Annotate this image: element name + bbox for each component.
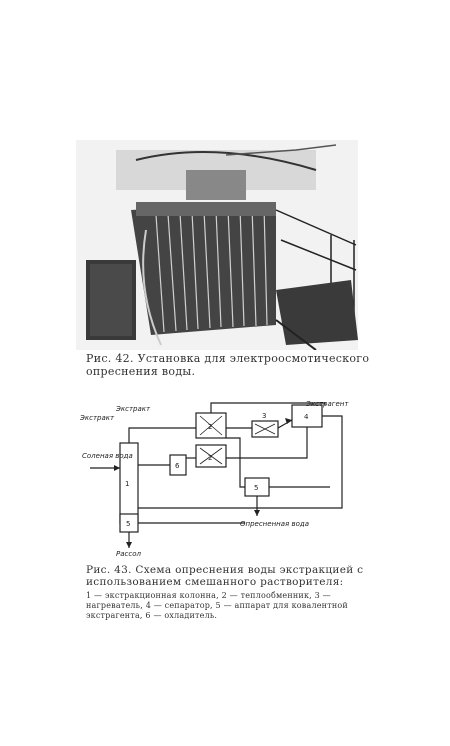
label-extractant-top: Экстрагент <box>305 400 349 408</box>
figure-43-text: Схема опреснения воды экстракцией с испо… <box>86 564 364 588</box>
num-2a: 2 <box>208 423 212 431</box>
label-brine: Рассол <box>116 550 141 558</box>
figure-42-text: Установка для электроосмотического опрес… <box>86 352 370 378</box>
figure-42-number: Рис. 42. <box>86 352 134 365</box>
installation-photo <box>76 140 358 350</box>
process-flow-diagram: Экстракт Экстракт Соленая вода Экстраген… <box>80 400 349 558</box>
figure-43-caption: Рис. 43. Схема опреснения воды экстракци… <box>86 564 376 588</box>
num-3: 3 <box>262 412 266 420</box>
num-5b: 5 <box>126 520 130 528</box>
figure-42-caption: Рис. 42. Установка для электроосмотическ… <box>86 352 386 378</box>
label-fresh-water: Опресненная вода <box>240 520 309 528</box>
figure-43-legend: 1 — экстракционная колонна, 2 — теплообм… <box>86 591 348 620</box>
label-saline-water: Соленая вода <box>82 452 133 460</box>
figure-43-number: Рис. 43. <box>86 564 132 576</box>
label-extract-top: Экстракт <box>115 405 151 413</box>
num-6: 6 <box>175 462 180 470</box>
num-1: 1 <box>125 480 129 488</box>
num-4: 4 <box>304 413 309 421</box>
num-5a: 5 <box>254 484 258 492</box>
num-2b: 2 <box>208 454 212 462</box>
label-extract-left: Экстракт <box>80 414 115 422</box>
